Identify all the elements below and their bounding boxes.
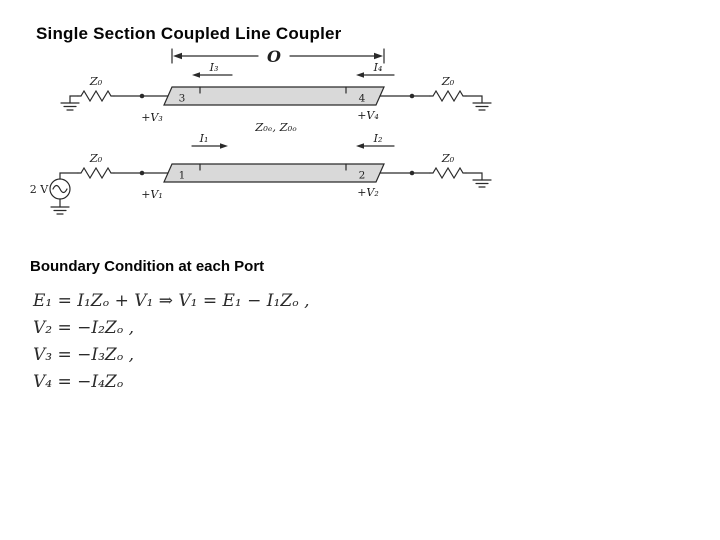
current-arrow-i4 [356, 72, 395, 78]
port-1-label: 1 [179, 170, 186, 182]
resistor-icon [77, 166, 115, 180]
wire [59, 172, 79, 180]
impedance-label-top-right: Z₀ [441, 74, 455, 88]
voltage-label-v2: +V₂ [357, 186, 379, 199]
port-3-label: 3 [179, 93, 186, 105]
source-voltage-label: 2 V [30, 183, 49, 196]
equation-port-3: V₃ = −I₃Zₒ , [33, 345, 135, 365]
sine-wave-icon [52, 184, 68, 194]
equation-port-4: V₄ = −I₄Zₒ [33, 372, 124, 392]
port-4-label: 4 [359, 93, 366, 105]
junction-dot [139, 93, 145, 99]
junction-dot [139, 170, 145, 176]
electrical-length-dimension [171, 48, 385, 64]
junction-dot [409, 170, 415, 176]
ground-icon [60, 102, 80, 111]
impedance-label-bottom-right: Z₀ [441, 151, 455, 165]
boundary-equations-block: E₁ = I₁Zₒ + V₁ ⇒ V₁ = E₁ − I₁Zₒ , V₂ = −… [33, 291, 309, 399]
equation-port-1: E₁ = I₁Zₒ + V₁ ⇒ V₁ = E₁ − I₁Zₒ , [33, 291, 310, 311]
termination-top-left [60, 89, 169, 111]
right-arrowhead-icon [374, 52, 383, 60]
left-arrowhead-icon [173, 52, 182, 60]
ground-icon [472, 102, 492, 111]
port-reference-ticks [199, 86, 347, 171]
slide-title: Single Section Coupled Line Coupler [36, 24, 342, 43]
impedance-label-bottom-left: Z₀ [89, 151, 103, 165]
impedance-label-top-left: Z₀ [89, 74, 103, 88]
voltage-label-v1: +V₁ [141, 188, 163, 201]
resistor-icon [429, 89, 467, 103]
current-label-i2: I₂ [373, 132, 383, 145]
resistor-icon [429, 166, 467, 180]
voltage-label-v4: +V₄ [357, 109, 379, 122]
junction-dot [409, 93, 415, 99]
ground-icon [472, 179, 492, 188]
current-arrow-i1 [191, 143, 228, 149]
coupled-strip-bottom [163, 163, 385, 183]
termination-top-right [379, 89, 492, 111]
current-label-i1: I₁ [199, 132, 209, 145]
coupled-strip-top [163, 86, 385, 106]
wire [465, 172, 483, 181]
coupled-line-circuit-figure: O I₃ I₄ I₁ I₂ Z₀ Z₀ Z₀ Z₀ Z₀ₑ, Z₀ₒ 3 4 1… [30, 46, 510, 241]
port-2-label: 2 [359, 170, 366, 182]
wire [465, 95, 483, 104]
termination-bottom-right [379, 166, 492, 188]
equation-port-2: V₂ = −I₂Zₒ , [33, 318, 135, 338]
current-label-i4: I₄ [373, 61, 383, 74]
even-odd-impedance-label: Z₀ₑ, Z₀ₒ [254, 120, 297, 134]
theta-length-label: O [267, 47, 281, 66]
resistor-icon [77, 89, 115, 103]
coupled-line-coupler-diagram: O I₃ I₄ I₁ I₂ Z₀ Z₀ Z₀ Z₀ Z₀ₑ, Z₀ₒ 3 4 1… [30, 47, 492, 215]
current-arrow-i2 [356, 143, 395, 149]
ground-icon [50, 206, 70, 215]
current-label-i3: I₃ [209, 61, 219, 74]
voltage-label-v3: +V₃ [141, 111, 163, 124]
current-arrow-i3 [192, 72, 233, 78]
source-branch-bottom-left [49, 166, 169, 215]
boundary-condition-heading: Boundary Condition at each Port [30, 258, 265, 275]
wire [69, 95, 79, 104]
